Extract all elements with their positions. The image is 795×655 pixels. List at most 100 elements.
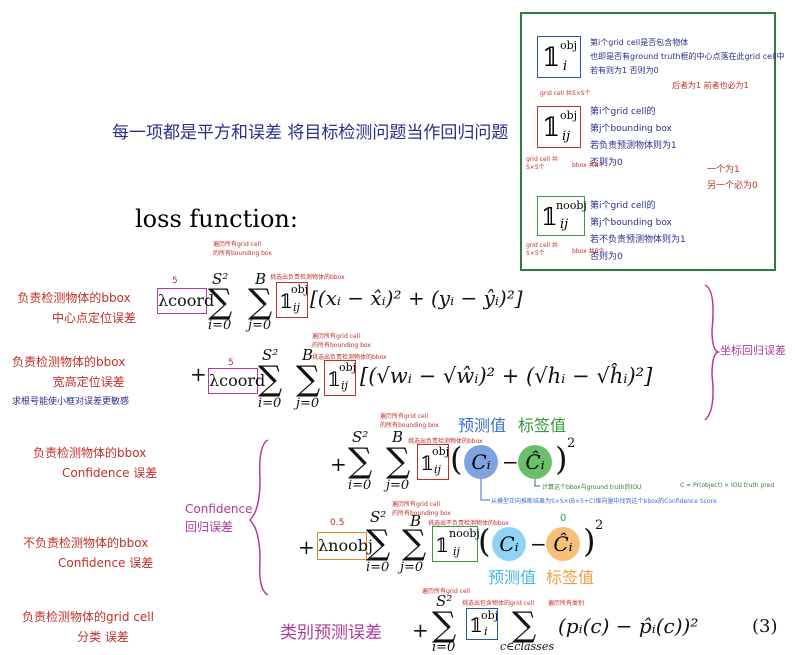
term-wh: [(√wᵢ − √ŵᵢ)² + (√hᵢ − √ĥᵢ)²]: [360, 364, 653, 388]
sum-upper: S²: [212, 270, 229, 288]
sum-upper: B: [410, 512, 422, 530]
sum-lower: j=0: [400, 560, 424, 575]
lambda-coord: λcoord: [157, 288, 214, 314]
c-formula: C = Pr(object) × IOU truth pred: [680, 482, 775, 489]
sum-upper: B: [255, 270, 267, 288]
sum-lower: i=0: [366, 560, 390, 575]
sum-lower: j=0: [386, 478, 410, 493]
ci-target: Ĉᵢ: [518, 445, 552, 479]
class-sum-note: 遍历所有类别: [548, 600, 585, 607]
paren: (: [478, 522, 491, 560]
legend-note: bbox 共B个: [572, 248, 605, 255]
legend-note: grid cell 共S×S个: [526, 242, 558, 257]
class-indicator-note: 挑选出包含物体的grid cell: [462, 600, 534, 607]
indicator-note: 挑选出负责检测物体的bbox: [408, 438, 483, 445]
target-label: 标签值: [518, 416, 567, 435]
sum-icon: ∑: [386, 441, 411, 481]
lambda-coord: λcoord: [208, 368, 265, 394]
sum-icon: ∑: [208, 282, 233, 322]
ci-note: 从模型正向推断结果为S×S×(B×5+C)维向量中找到这个bbox的Confid…: [491, 498, 717, 505]
minus: −: [502, 450, 519, 474]
lambda-noobj-value: 0.5: [330, 518, 345, 528]
sum-icon: ∑: [248, 282, 273, 322]
indicator-i-obj: 𝟙 obj i: [537, 36, 581, 78]
sum-icon: ∑: [258, 359, 283, 399]
lambda-coord-value: 5: [172, 276, 178, 286]
paren: (: [450, 440, 463, 478]
sum-note: 遍历所有grid cell: [422, 588, 470, 595]
title: loss function:: [135, 205, 298, 233]
legend-note: bbox 共B个: [572, 162, 605, 169]
indicator-ij-obj: 𝟙 obj ij: [537, 106, 581, 148]
paren: ): [583, 522, 596, 560]
sum-upper: B: [392, 428, 404, 446]
legend-i-obj-text: 第i个grid cell是否包含物体也即是否有ground truth框的中心点…: [590, 38, 785, 75]
right-note: 坐标回归误差: [720, 344, 786, 357]
plus: +: [298, 535, 315, 559]
legend-panel: 𝟙 obj i 第i个grid cell是否包含物体也即是否有ground tr…: [520, 12, 785, 271]
term-class: (pᵢ(c) − p̂ᵢ(c))²: [558, 614, 699, 638]
lambda-noobj: λnoobj: [317, 532, 373, 560]
sum-lower: c∈classes: [500, 640, 554, 653]
sum-upper: S²: [262, 346, 279, 364]
indicator-note: 挑选出负责检测物体的bbox: [270, 274, 345, 281]
term-xy: [(xᵢ − x̂ᵢ)² + (yᵢ − ŷᵢ)²]: [310, 286, 523, 310]
sum-lower: j=0: [248, 318, 272, 333]
sum-icon: ∑: [432, 605, 457, 645]
sum-upper: S²: [352, 428, 369, 446]
ci-pred: Cᵢ: [464, 445, 498, 479]
pred-label: 预测值: [458, 416, 507, 435]
sum-icon: ∑: [512, 605, 537, 645]
ci-hat-note: 计算这个bbox与ground truth的IOU: [542, 484, 642, 491]
ci-target: Ĉᵢ: [546, 527, 580, 561]
sum-icon: ∑: [402, 523, 427, 563]
indicator-ij-noobj: 𝟙 noobj ij: [537, 196, 587, 236]
sum-lower: i=0: [258, 396, 282, 411]
class-label: 类别预测误差: [280, 623, 382, 643]
plus: +: [412, 618, 429, 642]
sum-lower: i=0: [348, 478, 372, 493]
lambda-coord-value: 5: [228, 358, 234, 368]
noobj-note: 挑选出不负责检测物体的bbox: [428, 520, 509, 527]
minus: −: [530, 532, 547, 556]
exponent: 2: [595, 518, 604, 533]
legend-note: grid cell 共S×S个: [540, 90, 591, 97]
arrow-note: 后者为1 前者也必为1: [672, 81, 749, 90]
sum-icon: ∑: [296, 359, 321, 399]
plus: +: [190, 362, 207, 386]
note-sqrt: 求根号能使小框对误差更敏感: [12, 397, 130, 407]
equation-number: (3): [752, 616, 778, 637]
plus: +: [330, 452, 347, 476]
paren: ): [555, 440, 568, 478]
indicator-note: 挑选出负责检测物体的bbox: [312, 354, 387, 361]
sum-icon: ∑: [348, 441, 373, 481]
pred-label: 预测值: [488, 568, 537, 587]
headline: 每一项都是平方和误差 将目标检测问题当作回归问题: [112, 123, 509, 143]
exponent: 2: [567, 436, 576, 451]
sum-upper: S²: [370, 508, 387, 526]
ci-hat-value: 0: [560, 513, 567, 524]
sum-upper: B: [302, 346, 314, 364]
legend-note: grid cell 共S×S个: [526, 156, 558, 171]
ci-pred: Cᵢ: [492, 527, 526, 561]
sum-lower: i=0: [208, 318, 232, 333]
